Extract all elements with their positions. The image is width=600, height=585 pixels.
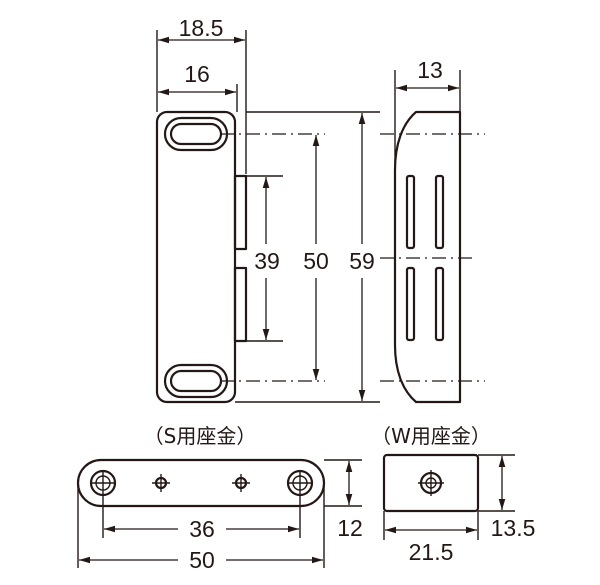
- s-plate-outline: [76, 458, 326, 508]
- dim-label-39: 39: [254, 248, 280, 274]
- w-plate-caption: （W用座金）: [371, 424, 491, 448]
- side-view: 13: [380, 57, 485, 404]
- w-plate-outline: [382, 453, 480, 513]
- bottom-slot-inner: [169, 369, 223, 393]
- dim-label-13-5: 13.5: [491, 515, 536, 541]
- dim-label-s50: 50: [189, 547, 215, 573]
- dim-label-50: 50: [303, 248, 329, 274]
- top-slot-inner: [169, 122, 223, 146]
- s-washer-plate: （S用座金） 36 50 12: [76, 424, 363, 573]
- side-slot-3: [405, 266, 416, 342]
- front-view: 18.5 16 39 50 59: [155, 15, 380, 404]
- dim-label-12: 12: [337, 515, 363, 541]
- side-slot-1: [405, 174, 416, 250]
- dim-label-59: 59: [349, 248, 375, 274]
- upper-magnet-plate: [233, 174, 248, 251]
- dim-label-36: 36: [189, 516, 215, 542]
- side-slot-4: [434, 266, 445, 342]
- dim-label-16: 16: [184, 61, 210, 87]
- bottom-slot-outer: [163, 363, 229, 399]
- dim-label-21-5: 21.5: [409, 539, 454, 565]
- lower-magnet-plate: [233, 266, 248, 343]
- front-body-outline: [155, 110, 237, 404]
- w-washer-plate: （W用座金） 21.5 13.5: [371, 424, 535, 565]
- dim-label-18-5: 18.5: [179, 15, 224, 41]
- top-slot-outer: [163, 116, 229, 152]
- side-slot-2: [434, 174, 445, 250]
- s-plate-caption: （S用座金）: [144, 424, 257, 448]
- dim-label-13: 13: [417, 57, 443, 83]
- side-body-outline: [393, 110, 462, 404]
